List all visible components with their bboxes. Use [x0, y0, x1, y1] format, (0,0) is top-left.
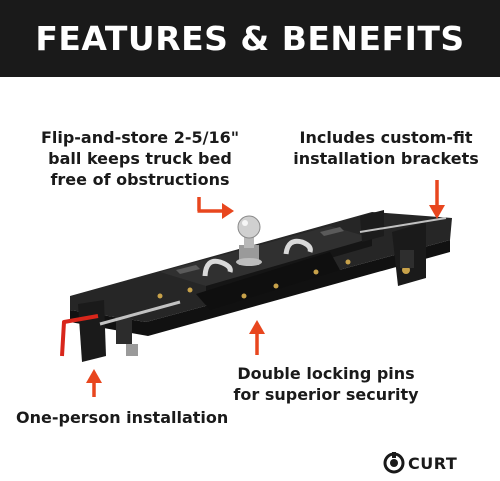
curt-logo-icon: [383, 452, 405, 474]
header-banner: FEATURES & BENEFITS: [0, 0, 500, 77]
hitch-slot: [176, 265, 200, 274]
arrow-to-bracket: [429, 180, 445, 219]
safety-chain-loop: [283, 238, 313, 255]
hitch-slot: [320, 227, 344, 236]
locking-pin-rod: [99, 300, 181, 326]
callout-line: ball keeps truck bed: [48, 149, 232, 168]
callout-line: One-person installation: [16, 408, 229, 427]
page-title: FEATURES & BENEFITS: [35, 19, 465, 58]
arrow-to-ball: [197, 197, 234, 219]
callout-line: installation brackets: [293, 149, 479, 168]
arrow-to-handle: [86, 369, 102, 397]
hitch-rail-side: [70, 240, 450, 336]
safety-chain-loop: [202, 258, 233, 277]
hitch-ball: [237, 215, 261, 239]
callout-line: Includes custom-fit: [299, 128, 473, 147]
brand-logo-text: CURT: [408, 453, 458, 473]
callout-one-person-installation: One-person installation: [16, 407, 246, 428]
hitch-center-plate: [160, 226, 372, 286]
callout-double-locking-pins: Double locking pins for superior securit…: [208, 363, 444, 405]
callout-installation-brackets: Includes custom-fit installation bracket…: [278, 127, 494, 169]
ball-base-top: [236, 258, 262, 266]
callout-line: free of obstructions: [50, 170, 230, 189]
release-handle: [60, 314, 99, 357]
arrow-to-pins: [249, 320, 265, 355]
installation-bracket-left: [78, 300, 106, 362]
hitch-crossmember: [196, 252, 340, 310]
callout-line: for superior security: [233, 385, 419, 404]
installation-bracket-right: [360, 210, 384, 242]
ball-shank: [244, 232, 254, 248]
callout-line: Double locking pins: [237, 364, 415, 383]
brand-logo: CURT: [383, 452, 457, 474]
callout-flip-and-store-ball: Flip-and-store 2-5/16" ball keeps truck …: [10, 127, 270, 190]
locking-pin-rod: [359, 217, 447, 233]
callout-line: Flip-and-store 2-5/16": [40, 128, 240, 147]
